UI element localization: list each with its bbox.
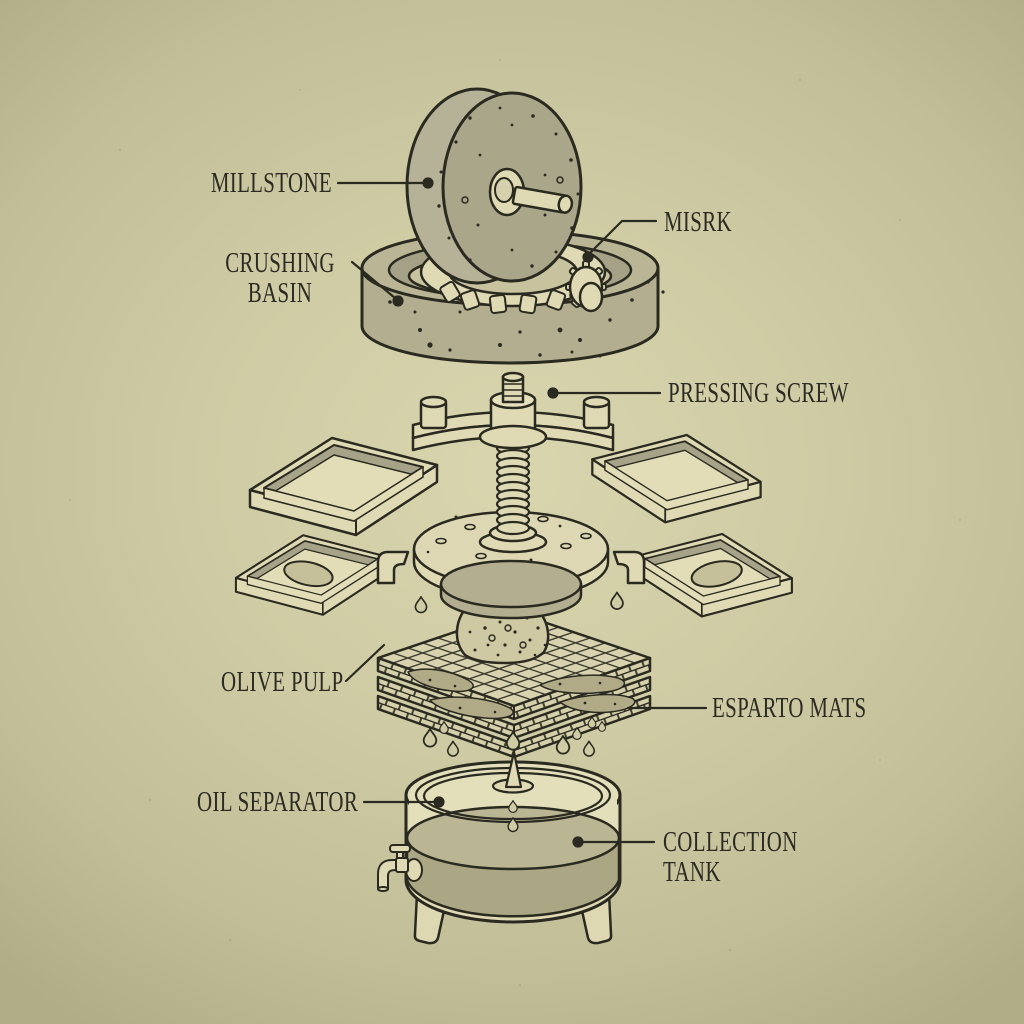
millstone-hub-center bbox=[494, 177, 514, 203]
tray-lower-right bbox=[631, 532, 793, 618]
millstone-pore bbox=[461, 196, 469, 204]
label-collection-tank: COLLECTION TANK bbox=[663, 826, 798, 888]
paper-speckles bbox=[68, 58, 962, 987]
misrk-pinion-gear bbox=[565, 260, 607, 313]
pulp-smear-dots bbox=[428, 678, 617, 714]
millstone-pore bbox=[556, 176, 564, 184]
screw-threads bbox=[495, 440, 531, 536]
label-millstone: MILLSTONE bbox=[210, 167, 332, 199]
label-misrk: MISRK bbox=[664, 206, 732, 238]
tray-upper-right bbox=[591, 433, 762, 524]
tray-upper-left bbox=[248, 436, 439, 537]
millstone-speckles bbox=[437, 106, 580, 268]
plate-right-lug bbox=[612, 550, 646, 585]
millstone-illustration bbox=[405, 87, 583, 285]
follower-disc bbox=[439, 559, 583, 620]
label-crushing-basin: CRUSHING BASIN bbox=[225, 247, 335, 309]
plate-left-lug bbox=[376, 550, 410, 585]
label-oil-separator: OIL SEPARATOR bbox=[197, 786, 359, 818]
crossbar-left-peg bbox=[419, 395, 448, 430]
collection-tank-illustration bbox=[377, 750, 622, 945]
oil-puddle bbox=[690, 560, 743, 588]
millstone-axle bbox=[511, 185, 574, 214]
crossbar-right-peg bbox=[582, 395, 611, 430]
oil-surface bbox=[405, 805, 621, 871]
pressing-screw-illustration bbox=[411, 371, 615, 554]
label-pressing-screw: PRESSING SCREW bbox=[668, 377, 849, 409]
plate-dots bbox=[426, 515, 562, 562]
tray-lower-left bbox=[234, 534, 391, 616]
screw-top-stub bbox=[501, 371, 525, 404]
label-olive-pulp: OLIVE PULP bbox=[221, 666, 344, 698]
pulp-speckles bbox=[468, 604, 547, 657]
leader-lines bbox=[336, 177, 708, 848]
crossbar-edge bbox=[411, 423, 615, 452]
label-esparto-mats: ESPARTO MATS bbox=[712, 692, 867, 724]
pulp-pores bbox=[488, 624, 527, 649]
separator-cone bbox=[504, 750, 523, 789]
spigot-illustration bbox=[377, 844, 423, 892]
oil-puddle bbox=[283, 560, 334, 588]
plate-holes bbox=[435, 515, 592, 560]
pulp-smears bbox=[407, 668, 636, 720]
